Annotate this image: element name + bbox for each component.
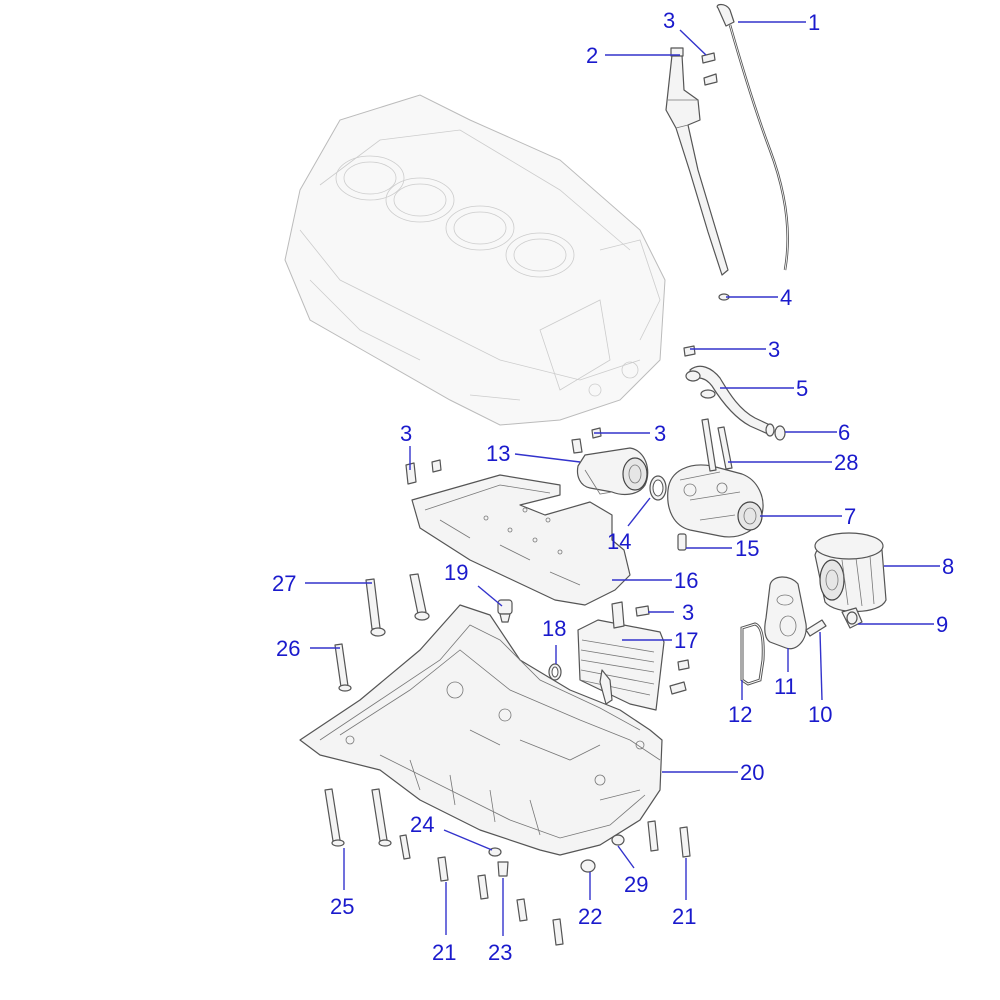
callout-4: 4 xyxy=(780,285,792,310)
callout-17: 17 xyxy=(674,628,698,653)
o-ring-6 xyxy=(774,425,786,441)
callout-7: 7 xyxy=(844,504,856,529)
callout-8: 8 xyxy=(942,554,954,579)
callout-12: 12 xyxy=(728,702,752,727)
bolts-27 xyxy=(365,573,430,637)
callout-11: 11 xyxy=(774,674,797,699)
plug-22 xyxy=(580,859,596,873)
plug-29 xyxy=(611,834,625,846)
callout-6: 6 xyxy=(838,420,850,445)
callout-22: 22 xyxy=(578,904,602,929)
callout-27: 27 xyxy=(272,571,296,596)
dipstick-tube xyxy=(665,47,729,276)
callout-3: 3 xyxy=(663,8,675,33)
callout-21: 21 xyxy=(672,904,696,929)
o-ring-18 xyxy=(548,663,562,681)
gasket-12 xyxy=(740,622,765,686)
callout-23: 23 xyxy=(488,940,512,965)
oil-cooler-17 xyxy=(577,601,690,711)
oil-filter-8 xyxy=(814,532,887,613)
bolts-21 xyxy=(437,820,691,946)
callout-29: 29 xyxy=(624,872,648,897)
bolt-3-top xyxy=(701,52,718,86)
callout-3: 3 xyxy=(682,600,694,625)
oil-pan-20 xyxy=(299,604,663,856)
callout-14: 14 xyxy=(607,529,631,554)
dipstick xyxy=(716,3,789,271)
callout-3: 3 xyxy=(654,421,666,446)
callout-24: 24 xyxy=(410,812,434,837)
sensor-9 xyxy=(841,607,863,629)
callout-15: 15 xyxy=(735,536,759,561)
dowel-15 xyxy=(677,533,687,551)
callout-3: 3 xyxy=(768,337,780,362)
bolts-28 xyxy=(701,418,733,472)
bolts-25 xyxy=(324,788,411,860)
housing-13 xyxy=(571,427,649,496)
callout-20: 20 xyxy=(740,760,764,785)
oil-tube-5 xyxy=(683,345,775,437)
callout-2: 2 xyxy=(586,43,598,68)
bolt-10 xyxy=(805,619,827,637)
bolt-26 xyxy=(334,643,352,692)
callout-9: 9 xyxy=(936,612,948,637)
bolt-23 xyxy=(497,861,509,877)
callout-28: 28 xyxy=(834,450,858,475)
callout-25: 25 xyxy=(330,894,354,919)
callout-labels: 1 2 3 4 3 5 6 3 3 13 28 7 14 15 8 27 19 … xyxy=(272,8,954,965)
callout-19: 19 xyxy=(444,560,468,585)
leader-lines xyxy=(305,21,940,936)
baffle-plate-16 xyxy=(405,459,631,606)
bolt-19 xyxy=(497,599,513,623)
callout-26: 26 xyxy=(276,636,300,661)
callout-5: 5 xyxy=(796,376,808,401)
callout-3: 3 xyxy=(400,421,412,446)
engine-block xyxy=(284,94,666,426)
callout-1: 1 xyxy=(808,10,820,35)
callout-13: 13 xyxy=(486,441,510,466)
callout-10: 10 xyxy=(808,702,832,727)
filter-housing-11 xyxy=(764,576,807,650)
seal-14 xyxy=(649,475,667,501)
callout-18: 18 xyxy=(542,616,566,641)
oil-pump-7 xyxy=(667,464,764,538)
callout-16: 16 xyxy=(674,568,698,593)
callout-21: 21 xyxy=(432,940,456,965)
